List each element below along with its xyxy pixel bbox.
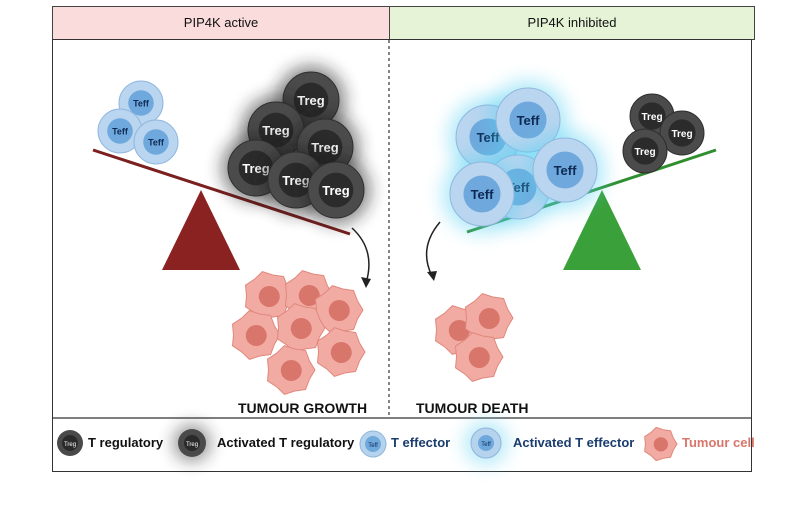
treg-label: Treg [262,123,290,138]
treg-label: Treg [322,183,350,198]
right-arrow [425,221,441,281]
left-panel-header: PIP4K active [52,6,390,40]
activated-treg-cell: Treg [301,155,371,225]
legend-treg-mini-label: Treg [64,442,76,448]
tumour-cell [315,285,364,335]
legend-activated-treg-mini-label: Treg [186,442,198,448]
legend-t-regulatory-label: T regulatory [88,435,164,450]
left-tumour-mass [232,270,366,395]
tumour-cell [267,345,316,395]
diagram-frame [52,39,752,472]
tumour-cell [232,310,281,360]
tumour-cell [455,332,504,382]
treg-cell: Treg [622,128,668,174]
legend-activated-t-effector-icon: Teff [464,421,508,465]
teff-label: Teff [471,187,495,202]
activated-teff-cell: Teff [442,154,522,234]
left-seesaw [92,148,351,270]
teff-label: Teff [148,138,165,148]
legend-tumour-cell-icon [644,426,678,462]
tumour-growth-caption: TUMOUR GROWTH [238,400,368,416]
legend-t-effector-icon: Teff [359,430,387,458]
tumour-cell [465,293,514,343]
treg-label: Treg [311,140,339,155]
left-seesaw-beam [92,148,351,236]
left-arrow [351,227,371,288]
tumour-cell [317,327,366,377]
teff-label: Teff [554,163,578,178]
treg-label: Treg [297,93,325,108]
legend-t-effector-label: T effector [391,435,451,450]
teff-label: Teff [112,127,129,137]
legend-activated-t-regulatory-label: Activated T regulatory [217,435,355,450]
legend-t-regulatory-icon: Treg [57,430,83,456]
legend-teff-mini-label: Teff [368,443,378,449]
treg-label: Treg [671,129,692,140]
right-seesaw-fulcrum [563,190,641,270]
legend-tumour-cell [644,426,678,462]
teff-label: Teff [517,113,541,128]
legend-activated-teff-mini-label: Teff [481,442,491,448]
treg-cell: Treg [659,110,705,156]
left-seesaw-fulcrum [162,190,240,270]
treg-label: Treg [634,147,655,158]
legend-tumour-cell-label: Tumour cell [682,435,755,450]
legend-activated-t-regulatory-icon: Treg [173,424,211,462]
right-tumour-mass [435,293,514,382]
teff-label: Teff [133,99,150,109]
teff-cell: Teff [97,108,143,154]
legend-activated-t-effector-label: Activated T effector [513,435,635,450]
teff-cell: Teff [133,119,179,165]
activated-teff-cell: Teff [525,130,605,210]
treg-label: Treg [641,112,662,123]
tumour-death-caption: TUMOUR DEATH [416,400,529,416]
tumour-cell [277,303,326,353]
